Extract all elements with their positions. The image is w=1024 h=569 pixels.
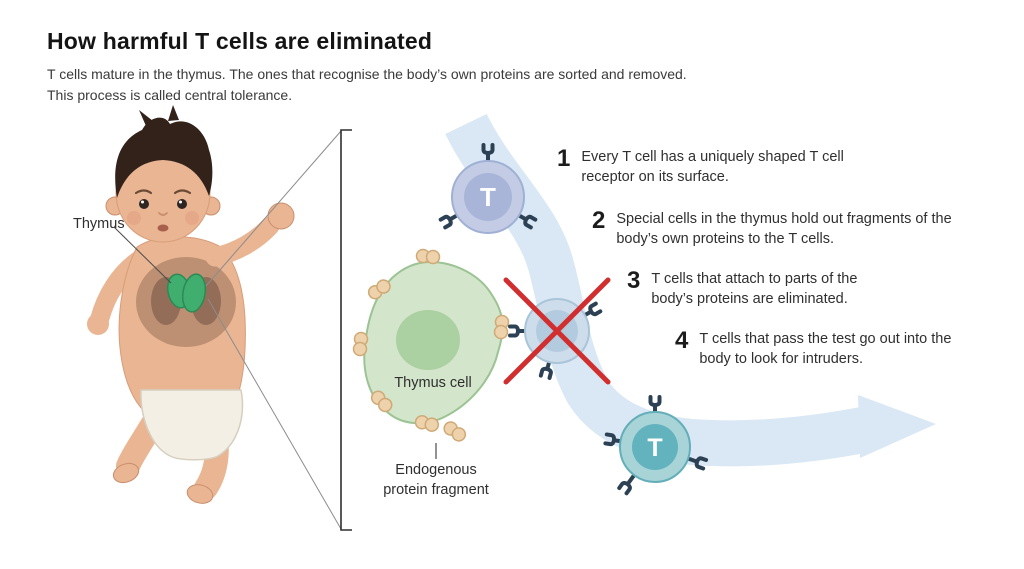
mature-t-cell: T xyxy=(603,395,709,493)
step-3-number: 3 xyxy=(627,267,641,294)
endogenous-label: Endogenous protein fragment xyxy=(361,461,511,500)
step-2-number: 2 xyxy=(592,207,606,234)
t-cell-inner xyxy=(632,424,678,470)
thymus-cell-label: Thymus cell xyxy=(394,375,472,391)
baby-illustration xyxy=(87,105,295,504)
baby-diaper xyxy=(140,389,244,461)
baby-right-fist xyxy=(267,202,295,230)
step-2-text: Special cells in the thymus hold out fra… xyxy=(616,211,952,247)
baby-hair xyxy=(115,105,213,198)
thymus-cell xyxy=(352,248,510,459)
magnifier-line-bottom xyxy=(207,298,342,530)
subtitle-line-1: T cells mature in the thymus. The ones t… xyxy=(47,66,687,82)
step-1-number: 1 xyxy=(557,145,571,172)
step-4: 4 T cells that pass the test go out into… xyxy=(675,329,955,369)
t-cell-inner xyxy=(464,173,512,221)
t-cell-letter: T xyxy=(647,434,662,462)
endogenous-label-line-2: protein fragment xyxy=(383,481,489,498)
step-2: 2 Special cells in the thymus hold out f… xyxy=(592,209,956,249)
baby-left-hand xyxy=(87,313,109,335)
thymus-organ xyxy=(166,273,207,313)
thymus-cell-nucleus xyxy=(396,310,460,370)
subtitle: T cells mature in the thymus. The ones t… xyxy=(47,64,687,106)
protein-fragment-icon xyxy=(493,314,510,340)
step-4-number: 4 xyxy=(675,327,689,354)
eliminated-t-cell xyxy=(503,277,611,385)
magnifier-line-top xyxy=(205,130,342,287)
baby-foot-left xyxy=(112,462,140,484)
step-4-text: T cells that pass the test go out into t… xyxy=(699,331,952,367)
step-3: 3 T cells that attach to parts of the bo… xyxy=(627,269,891,309)
thymus-label-line xyxy=(113,226,172,284)
immature-t-cell: T xyxy=(438,143,538,234)
flow-arrowhead-icon xyxy=(858,395,936,458)
protein-fragment-icon xyxy=(352,331,369,357)
step-3-text: T cells that attach to parts of the body… xyxy=(651,271,858,307)
baby-face xyxy=(127,189,199,232)
baby-foot-right xyxy=(186,484,214,504)
protein-fragment-icon xyxy=(415,248,441,265)
zoom-bracket xyxy=(340,129,352,531)
elimination-cross-icon xyxy=(503,277,611,385)
protein-fragment-icon xyxy=(440,418,469,444)
step-1-text: Every T cell has a uniquely shaped T cel… xyxy=(581,149,844,185)
thymus-label: Thymus xyxy=(73,216,125,232)
subtitle-line-2: This process is called central tolerance… xyxy=(47,87,293,103)
step-1: 1 Every T cell has a uniquely shaped T c… xyxy=(557,147,893,187)
t-cell-letter: T xyxy=(480,182,496,212)
baby-right-arm xyxy=(205,216,280,267)
endogenous-label-line-1: Endogenous xyxy=(395,462,477,478)
page-title: How harmful T cells are eliminated xyxy=(47,28,433,54)
